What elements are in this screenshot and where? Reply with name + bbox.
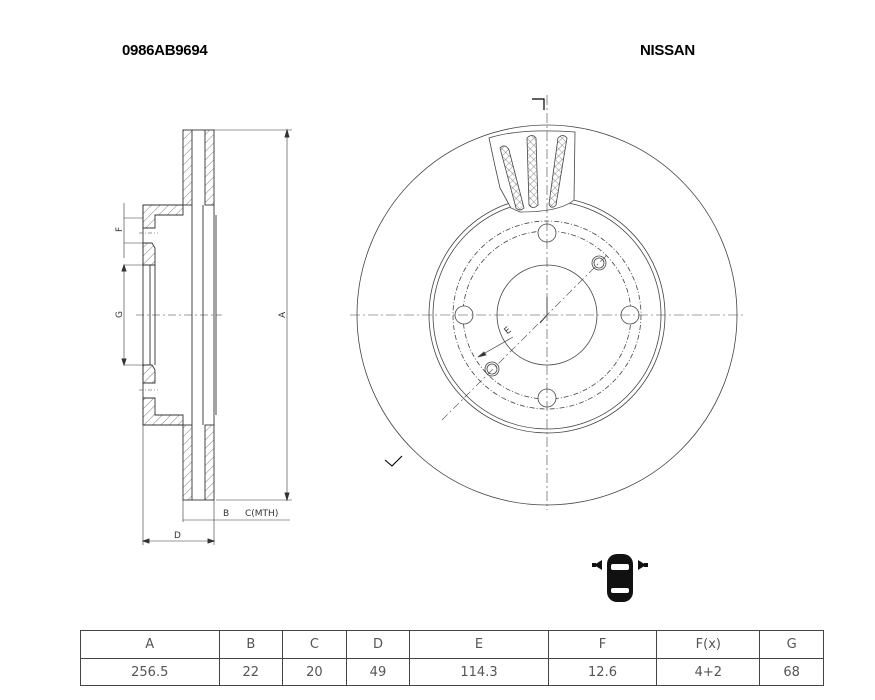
value-cell-b: 22 <box>218 658 284 686</box>
value-cell-g: 68 <box>759 658 824 686</box>
dimension-label-f: F <box>115 227 125 232</box>
header-cell-g: G <box>759 630 824 659</box>
specification-table: A B C D E F F(x) G 256.5 22 20 49 114.3 … <box>80 630 824 686</box>
dimension-label-d: D <box>174 531 181 541</box>
dimension-label-e: E <box>503 325 514 337</box>
value-cell-a: 256.5 <box>80 658 220 686</box>
header-cell-f: F <box>547 630 658 659</box>
brand-name: NISSAN <box>640 42 695 59</box>
dimension-label-c: C(MTH) <box>245 509 278 519</box>
value-cell-f: 12.6 <box>547 658 658 686</box>
header-cell-b: B <box>218 630 284 659</box>
table-row: 256.5 22 20 49 114.3 12.6 4+2 68 <box>80 658 824 686</box>
header-cell-e: E <box>409 630 549 659</box>
header-cell-a: A <box>80 630 220 659</box>
side-view <box>121 128 292 545</box>
value-cell-c: 20 <box>282 658 347 686</box>
front-axle-car-icon <box>592 550 648 606</box>
part-number: 0986AB9694 <box>122 42 208 59</box>
value-cell-e: 114.3 <box>409 658 549 686</box>
dimension-label-a: A <box>278 311 288 318</box>
front-view <box>350 95 745 510</box>
dimension-label-b: B <box>223 509 229 519</box>
header-cell-fx: F(x) <box>656 630 761 659</box>
dimension-label-g: G <box>115 311 125 318</box>
technical-drawing: A F G B C(MTH) D E <box>115 95 745 545</box>
header-cell-d: D <box>345 630 411 659</box>
table-header-row: A B C D E F F(x) G <box>80 630 824 659</box>
header-cell-c: C <box>282 630 347 659</box>
value-cell-fx: 4+2 <box>656 658 761 686</box>
value-cell-d: 49 <box>345 658 411 686</box>
